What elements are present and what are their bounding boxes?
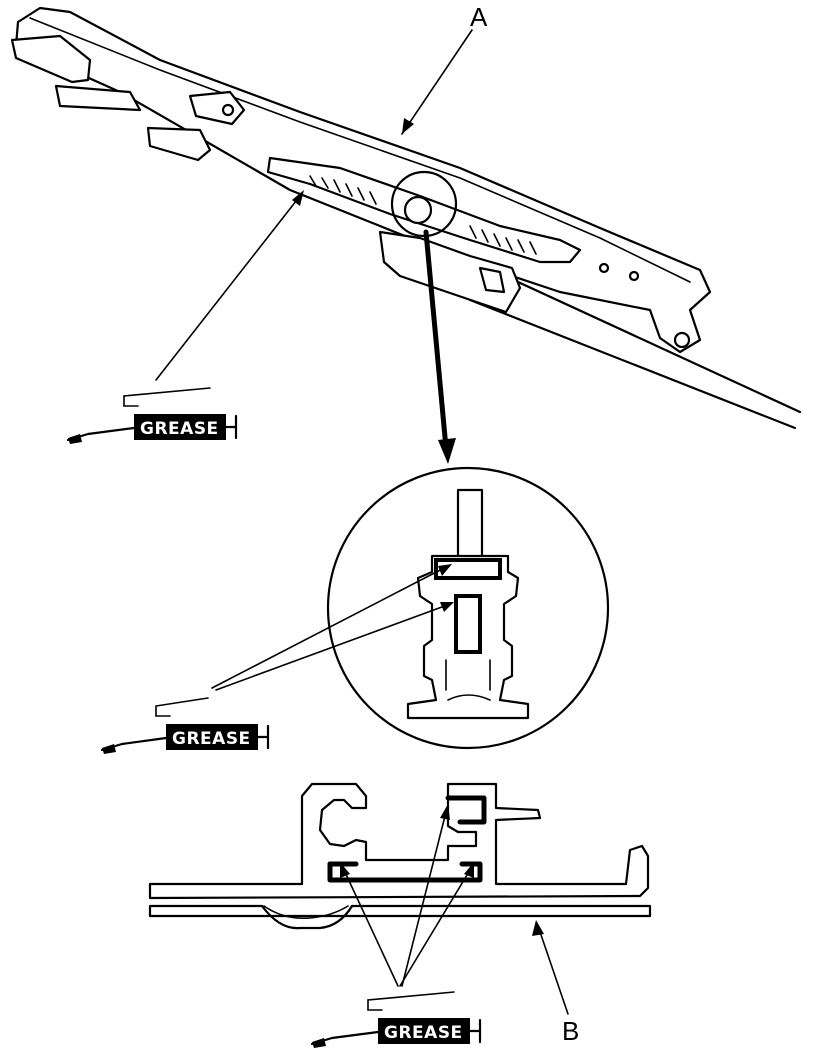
grease-tube-icon [310,991,482,1048]
grease-3-leader-right [401,811,447,987]
grease-symbol-2: GREASE [100,697,270,754]
grease-hatch [309,175,537,255]
grease-tube-icon [100,697,270,754]
part-b-leader [537,925,569,1015]
grease-2-leader-upper [211,565,449,689]
part-b-label: B [562,1016,579,1046]
grease-label: GREASE [172,729,251,749]
part-a-leader [401,29,473,135]
grease-2-leader-lower [215,603,451,691]
grease-label: GREASE [384,1023,463,1043]
grease-label: GREASE [140,419,219,439]
part-a-label: A [470,2,488,32]
grease-symbol-1: GREASE [66,387,238,444]
detail-view [326,466,610,750]
rail-cross-section [148,782,652,930]
grease-symbol-3: GREASE [310,991,482,1048]
grease-tube-icon [66,387,238,444]
grease-3-leader-mid [399,869,471,987]
grease-3-leader-left [343,869,399,987]
slide-rail-assembly [10,6,802,430]
grease-1-leader [155,195,301,381]
detail-arrow [423,229,449,451]
